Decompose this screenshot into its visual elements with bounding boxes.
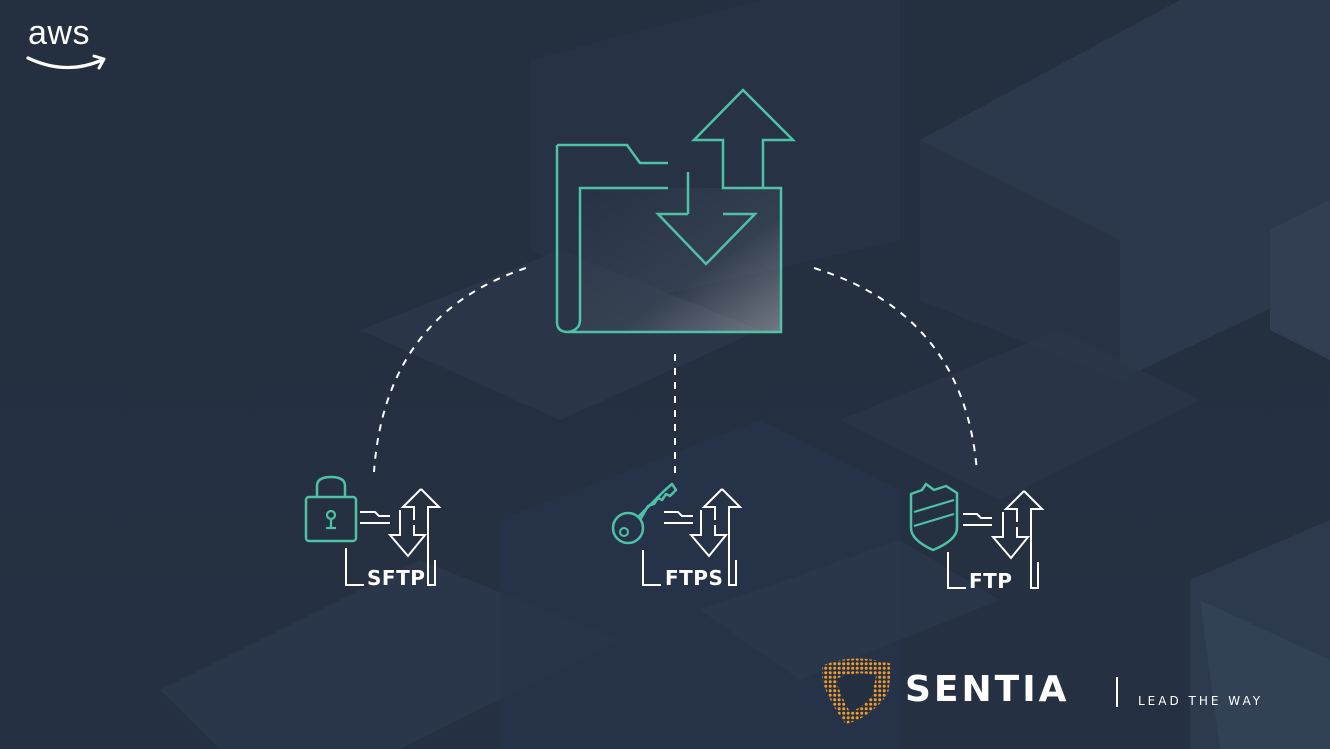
sentia-tagline: LEAD THE WAY	[1138, 694, 1264, 708]
brand-divider	[1116, 677, 1118, 707]
aws-logo-text: aws	[28, 14, 90, 52]
ftps-label: FTPS	[665, 566, 724, 590]
ftp-label: FTP	[969, 569, 1013, 593]
sftp-label: SFTP	[367, 566, 426, 590]
sentia-wordmark: SENTIA	[905, 669, 1070, 710]
